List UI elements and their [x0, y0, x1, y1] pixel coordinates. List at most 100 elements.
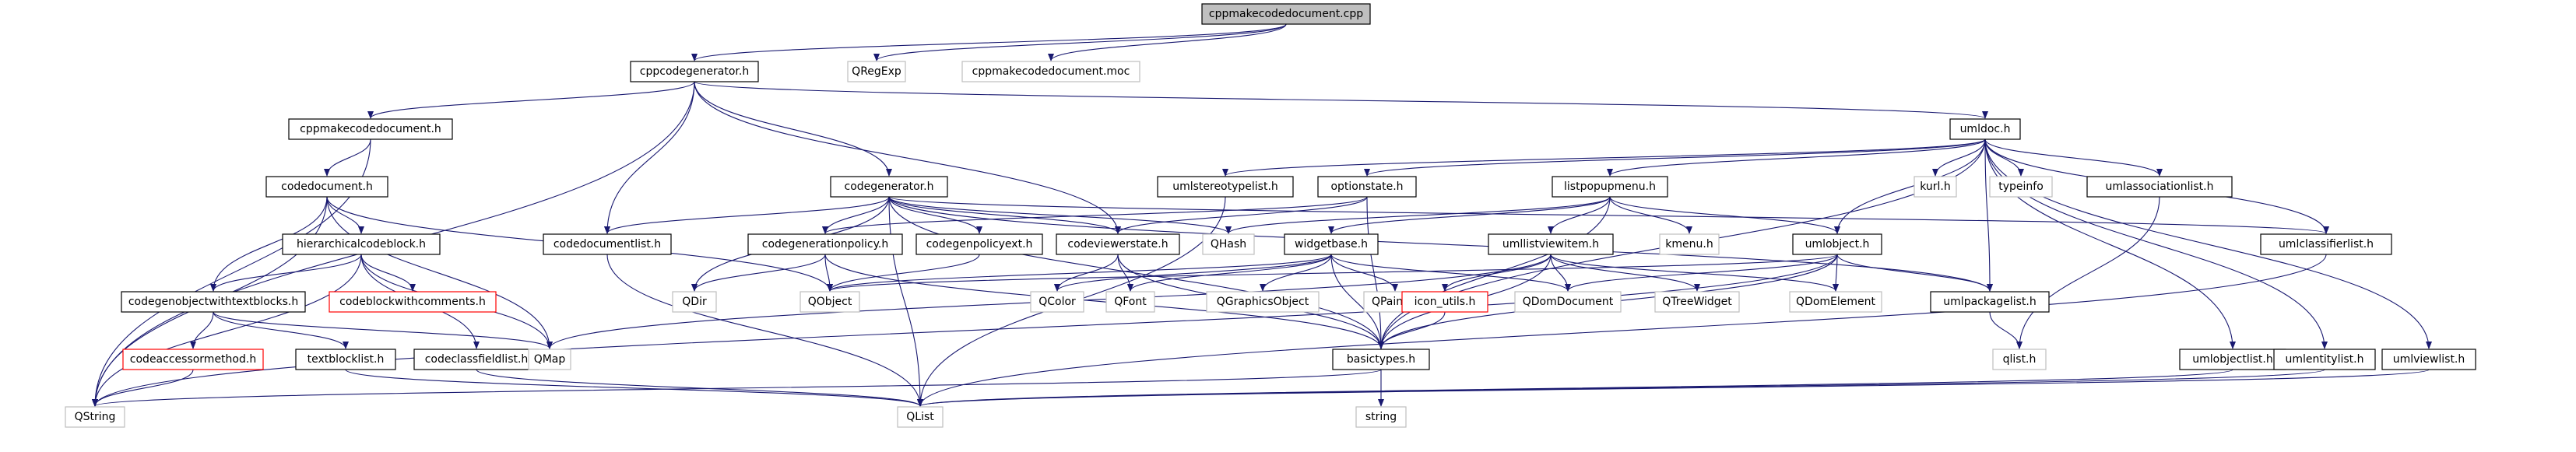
node-box [2260, 233, 2392, 255]
node-umlentitylist_h[interactable]: umlentitylist.h [2273, 349, 2376, 370]
edges-layer [92, 23, 2432, 407]
edge-widgetbase_h-to-qcolor [1054, 254, 1332, 292]
edge-codegenobjectwithtextblocks_h-to-codeaccessormethod_h [190, 311, 214, 349]
node-textblocklist_h[interactable]: textblocklist.h [295, 349, 396, 370]
node-label: QDomElement [1796, 296, 1875, 308]
node-label: codeviewerstate.h [1067, 238, 1168, 251]
node-label: QString [75, 411, 116, 423]
node-umlstereotypelist_h[interactable]: umlstereotypelist.h [1157, 176, 1294, 198]
node-label: QFont [1114, 296, 1147, 308]
node-listpopupmenu_h[interactable]: listpopupmenu.h [1552, 176, 1668, 198]
node-codeclassfieldlist_h[interactable]: codeclassfieldlist.h [413, 349, 539, 370]
edge-codeaccessormethod_h-to-qstring [92, 369, 194, 407]
node-umldoc_h[interactable]: umldoc.h [1949, 118, 2021, 140]
edge-umlclassifierlist_h-to-qlist [917, 254, 2327, 407]
node-umlobjectlist_h[interactable]: umlobjectlist.h [2179, 349, 2286, 370]
edge-cppmakecodedocument_cpp-to-cppcodegenerator_h [691, 23, 1287, 61]
edge-widgetbase_h-to-qobject [827, 254, 1332, 292]
node-codeviewerstate_h[interactable]: codeviewerstate.h [1056, 233, 1180, 255]
edge-cppcodegenerator_h-to-umldoc_h [694, 81, 1988, 119]
node-box [265, 176, 388, 198]
node-qobject: QObject [800, 291, 860, 313]
node-umlobject_h[interactable]: umlobject.h [1792, 233, 1882, 255]
edge-cppmakecodedocument_cpp-to-qregexp [873, 23, 1287, 61]
node-label: cppcodegenerator.h [640, 65, 749, 78]
edge-listpopupmenu_h-to-widgetbase_h [1328, 196, 1611, 234]
node-label: codegenpolicyext.h [926, 238, 1033, 251]
node-label: listpopupmenu.h [1564, 180, 1656, 193]
node-kurl_h: kurl.h [1914, 176, 1957, 198]
node-qhash: QHash [1202, 233, 1255, 255]
node-cppmakecodedocument_cpp[interactable]: cppmakecodedocument.cpp [1201, 3, 1371, 25]
node-umllistviewitem_h[interactable]: umllistviewitem.h [1488, 233, 1614, 255]
node-umlclassifierlist_h[interactable]: umlclassifierlist.h [2260, 233, 2392, 255]
edge-optionstate_h-to-basictypes_h [1366, 196, 1384, 349]
node-box [847, 61, 906, 82]
edge-cppmakecodedocument_cpp-to-cppmakecodedocument_moc [1048, 23, 1287, 61]
node-label: umllistviewitem.h [1502, 238, 1599, 251]
node-label: codeaccessormethod.h [130, 353, 256, 366]
node-label: QRegExp [852, 65, 901, 78]
edge-hierarchicalcodeblock_h-to-qstring [92, 254, 362, 407]
node-basictypes_h[interactable]: basictypes.h [1332, 349, 1430, 370]
node-codegenerator_h[interactable]: codegenerator.h [830, 176, 948, 198]
edge-cppmakecodedocument_h-to-codedocument_h [324, 138, 371, 177]
edge-codegenerationpolicy_h-to-qdir [691, 254, 826, 292]
node-codeaccessormethod_h[interactable]: codeaccessormethod.h [122, 349, 264, 370]
edge-umldoc_h-to-umlobjectlist_h [1984, 138, 2236, 349]
node-cppcodegenerator_h[interactable]: cppcodegenerator.h [630, 61, 759, 82]
node-label: QMap [534, 353, 566, 366]
edge-umldoc_h-to-umlassociationlist_h [1984, 138, 2163, 177]
node-label: QTreeWidget [1662, 296, 1732, 308]
node-box [282, 233, 441, 255]
edge-hierarchicalcodeblock_h-to-codegenobjectwithtextblocks_h [210, 254, 362, 292]
node-icon_utils_h[interactable]: icon_utils.h [1401, 291, 1488, 313]
edge-codedocumentlist_h-to-qlist [606, 254, 923, 407]
node-widgetbase_h[interactable]: widgetbase.h [1284, 233, 1379, 255]
node-codegenpolicyext_h[interactable]: codegenpolicyext.h [915, 233, 1043, 255]
edge-umlobjectlist_h-to-qlist [917, 369, 2233, 407]
node-box [121, 291, 306, 313]
node-box [288, 118, 453, 140]
edge-umllistviewitem_h-to-icon_utils_h [1442, 254, 1552, 292]
node-codegenobjectwithtextblocks_h[interactable]: codegenobjectwithtextblocks.h [121, 291, 306, 313]
node-box [413, 349, 539, 370]
node-label: QDir [682, 296, 707, 308]
node-box [65, 406, 125, 428]
node-box [1930, 291, 2050, 313]
node-codedocumentlist_h[interactable]: codedocumentlist.h [543, 233, 672, 255]
node-typeinfo: typeinfo [1989, 176, 2053, 198]
node-box [122, 349, 264, 370]
node-label: kmenu.h [1665, 238, 1713, 251]
node-box [2086, 176, 2233, 198]
node-string: string [1355, 406, 1407, 428]
node-box [1552, 176, 1668, 198]
node-box [1659, 233, 1720, 255]
edge-umlentitylist_h-to-qlist [917, 369, 2325, 407]
edge-codegenerator_h-to-codedocumentlist_h [604, 196, 890, 234]
node-optionstate_h[interactable]: optionstate.h [1317, 176, 1417, 198]
node-label: cppmakecodedocument.cpp [1209, 8, 1363, 20]
edge-umlobject_h-to-qdomelement [1833, 254, 1840, 292]
node-box [1914, 176, 1957, 198]
node-cppmakecodedocument_moc: cppmakecodedocument.moc [961, 61, 1140, 82]
node-umlviewlist_h[interactable]: umlviewlist.h [2381, 349, 2476, 370]
node-kmenu_h: kmenu.h [1659, 233, 1720, 255]
node-umlassociationlist_h[interactable]: umlassociationlist.h [2086, 176, 2233, 198]
node-box [1157, 176, 1294, 198]
edge-codegenerator_h-to-umlclassifierlist_h [888, 196, 2329, 234]
node-box [1401, 291, 1488, 313]
edge-codedocument_h-to-hierarchicalcodeblock_h [326, 196, 364, 234]
node-box [897, 406, 944, 428]
edge-umlviewlist_h-to-qlist [917, 369, 2430, 407]
node-cppmakecodedocument_h[interactable]: cppmakecodedocument.h [288, 118, 453, 140]
edge-basictypes_h-to-qstring [92, 369, 1382, 407]
node-hierarchicalcodeblock_h[interactable]: hierarchicalcodeblock.h [282, 233, 441, 255]
node-codeblockwithcomments_h[interactable]: codeblockwithcomments.h [329, 291, 497, 313]
node-codegenerationpolicy_h[interactable]: codegenerationpolicy.h [747, 233, 903, 255]
edge-umldoc_h-to-umlobject_h [1834, 138, 1986, 234]
node-box [295, 349, 396, 370]
node-codedocument_h[interactable]: codedocument.h [265, 176, 388, 198]
edge-optionstate_h-to-codeviewerstate_h [1115, 196, 1368, 234]
node-umlpackagelist_h[interactable]: umlpackagelist.h [1930, 291, 2050, 313]
